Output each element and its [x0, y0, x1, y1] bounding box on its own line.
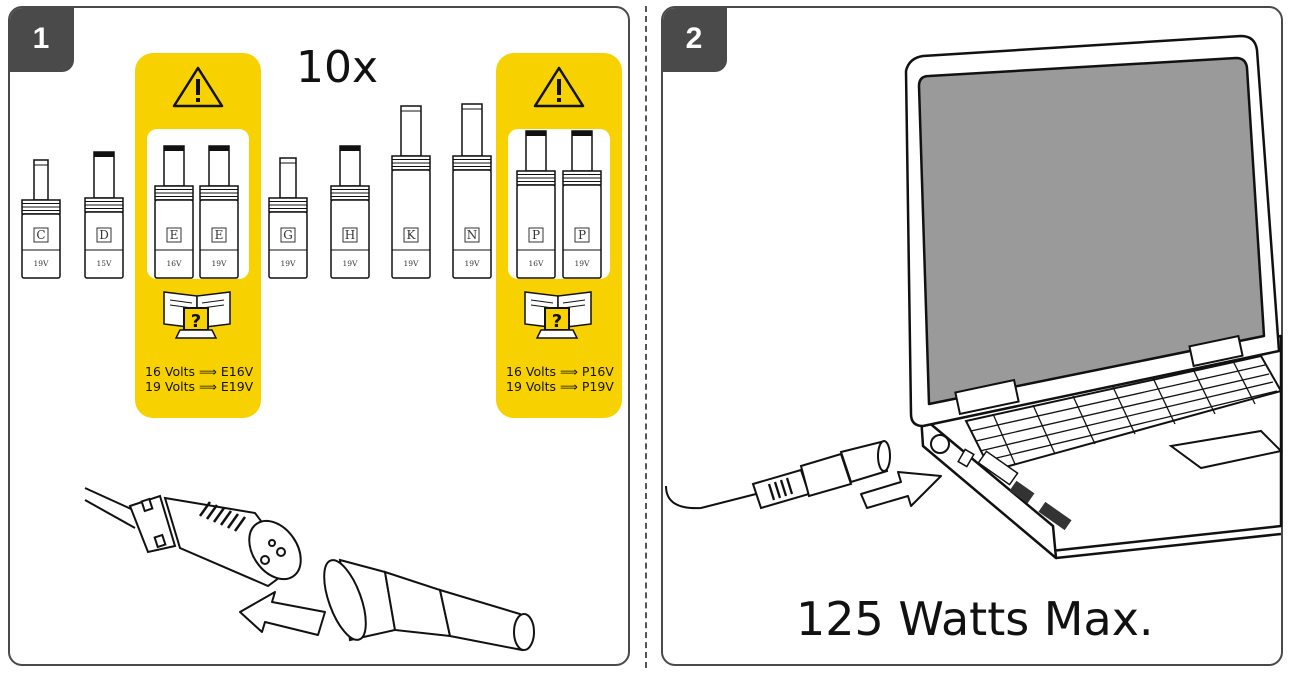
adapter-tip-icon [323, 558, 535, 652]
tip-voltage: 19V [212, 259, 228, 268]
tip-pin [279, 157, 297, 199]
tip-letter: P [578, 228, 586, 242]
tip-letter-box [280, 227, 296, 243]
tip-body [21, 213, 61, 279]
tip-pin-cap [572, 131, 592, 136]
manual-laptop-question-icon: ? [163, 291, 231, 339]
adapter-tip-c-19v: C 19V [21, 159, 61, 279]
tip-letter-box [574, 227, 590, 243]
power-plug-icon [665, 440, 891, 510]
tip-letter-box [403, 227, 419, 243]
adapter-tip-d-15v: D 15V [84, 151, 124, 279]
tip-count-label: 10x [296, 42, 379, 93]
adapter-tip-g-19v: G 19V [268, 157, 308, 279]
tip-pin [93, 151, 115, 199]
tip-pin-cap [209, 146, 229, 151]
tip-voltage: 19V [34, 259, 50, 268]
tip-letter-box [166, 227, 182, 243]
tip-voltage: 16V [167, 259, 183, 268]
tip-pin [461, 103, 483, 157]
rule-p-16v: 16 Volts ⟹ P16V [506, 364, 614, 379]
tip-pin-cap [164, 146, 184, 151]
insert-arrow-icon [860, 471, 942, 509]
adapter-cable-icon [84, 487, 302, 588]
tip-letter-box [33, 227, 49, 243]
tip-body [452, 169, 492, 279]
tip-voltage: 19V [465, 259, 481, 268]
adapter-tip-n-19v: N 19V [452, 103, 492, 279]
tip-letter-box [464, 227, 480, 243]
laptop-icon [904, 34, 1283, 560]
tip-voltage: 15V [97, 259, 113, 268]
tip-letter: P [532, 228, 540, 242]
adapter-tip-p-16v: P 16V [516, 130, 556, 279]
svg-text:?: ? [191, 311, 201, 332]
step-divider [645, 6, 647, 668]
tip-pin-cap [526, 131, 546, 136]
adapter-tip-h-19v: H 19V [330, 145, 370, 279]
tip-pin [163, 145, 185, 187]
tip-letter: D [99, 228, 109, 242]
adapter-tip-e-19v: E 19V [199, 145, 239, 279]
step-1-illustration: ? ? C 19V D 15V E 16V E 19V G 19V H 19V K 19V N 19V P 16V… [21, 66, 602, 652]
svg-text:?: ? [552, 311, 562, 332]
tip-letter: H [345, 228, 355, 242]
tip-letter: E [170, 228, 179, 242]
tip-letter-box [342, 227, 358, 243]
rule-e-19v: 19 Volts ⟹ E19V [145, 379, 254, 394]
tip-letter: E [215, 228, 224, 242]
rule-p-19v: 19 Volts ⟹ P19V [506, 379, 614, 394]
tip-voltage: 19V [575, 259, 591, 268]
warning-triangle-icon [172, 66, 224, 108]
tip-voltage: 19V [281, 259, 297, 268]
tip-letter-box [211, 227, 227, 243]
tip-pin [571, 130, 593, 172]
tip-pin [400, 105, 422, 157]
max-power-label: 125 Watts Max. [796, 592, 1154, 646]
tip-body [391, 169, 431, 279]
tip-pin-cap [94, 152, 114, 157]
step-2-number: 2 [663, 8, 727, 72]
tip-letter-box [528, 227, 544, 243]
step-1-number: 1 [10, 8, 74, 72]
insert-arrow-icon [239, 591, 326, 636]
tip-body [84, 211, 124, 279]
tip-body [268, 211, 308, 279]
tip-letter: G [283, 228, 293, 242]
rule-p: 16 Volts ⟹ P16V 19 Volts ⟹ P19V [506, 364, 614, 394]
tip-pin [33, 159, 49, 201]
tip-letter: N [467, 228, 478, 242]
tip-pin [525, 130, 547, 172]
tip-pin [339, 145, 361, 187]
step-2-illustration [665, 34, 1283, 560]
adapter-tip-e-16v: E 16V [154, 145, 194, 279]
tip-letter: C [36, 228, 45, 242]
manual-laptop-question-icon: ? [524, 291, 592, 339]
tip-pin [208, 145, 230, 187]
adapter-tip-p-19v: P 19V [562, 130, 602, 279]
tip-voltage: 19V [343, 259, 359, 268]
warning-triangle-icon [533, 66, 585, 108]
tip-pin-cap [340, 146, 360, 151]
tip-voltage: 19V [404, 259, 420, 268]
tip-letter-box [96, 227, 112, 243]
adapter-tip-k-19v: K 19V [391, 105, 431, 279]
tip-letter: K [407, 228, 417, 242]
rule-e-16v: 16 Volts ⟹ E16V [145, 364, 254, 379]
rule-e: 16 Volts ⟹ E16V 19 Volts ⟹ E19V [145, 364, 253, 394]
tip-voltage: 16V [529, 259, 545, 268]
tips-row: C 19V D 15V E 16V E 19V G 19V H 19V K 19V N 19V P 16V P 19V [21, 103, 602, 279]
